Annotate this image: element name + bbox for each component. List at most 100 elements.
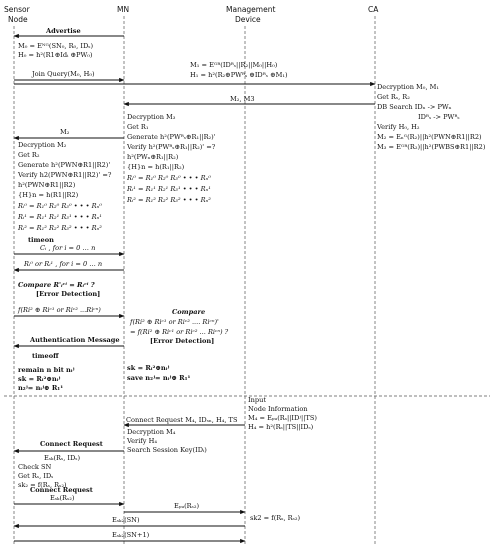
label-timeon: timeon <box>28 236 54 244</box>
note-ca-4: IDᴮₛ -> PWᴮₛ <box>418 113 460 121</box>
note-md-sk2-text: sk2 = f(Rₛ, Rₛ₂) <box>250 514 301 522</box>
note-sn-final-3: n₂ʲ= nᵢʲ⊕ R₁¹ <box>18 384 63 392</box>
note-md-input-4: H₄ = h²(Rₛ||TS||IDₛ) <box>248 423 314 431</box>
note-sn-8: Rᵢ¹ = R₁¹ R₂¹ R₃¹ • • • Rₙ¹ <box>17 213 102 221</box>
note-mn-2: Get R₁ <box>127 123 149 131</box>
label-esk-rs-ids: Eₛₖ(Rₛ, IDₛ) <box>44 454 81 462</box>
note-sn-setup-h0: H₀ = h²(R1⊕Idᵢ ⊕PW₀) <box>18 51 93 59</box>
label-join-query: Join Query(M₀, H₀) <box>31 70 95 78</box>
note-mn-compare-1: Compare <box>172 308 205 316</box>
note-mn-3: Generate h²(PWᴮₛ⊕R₁||R₂)' <box>127 133 216 141</box>
label-ri: Rᵢ⁰ or Rᵢ¹ , for i = 0 … n <box>23 260 102 268</box>
note-mn-1: Decryption M₃ <box>127 113 176 121</box>
note-mn-connect-2: Verify H₄ <box>126 437 157 445</box>
note-sn-check-3: sk₂ = f(Rₛ, Rₛ₂) <box>18 481 67 489</box>
label-timeoff: timeoff <box>32 352 59 360</box>
message-connect-request-mn: Connect Request Eₛₖ(Rₛ₂) <box>14 486 125 507</box>
note-md-input: Input Node Information M₄ = Eₚᵤ(Rₛ||IDʲ|… <box>248 396 317 431</box>
message-m2: M₂ <box>13 128 124 141</box>
message-auth: Authentication Message <box>13 336 124 349</box>
message-advertise: Advertise <box>13 27 124 39</box>
participant-management-device-line2: Device <box>235 15 261 24</box>
note-mn-connect-1: Decryption M₄ <box>127 428 176 436</box>
note-sn-check: Check SN Get Rₛ, IDₛ sk₂ = f(Rₛ, Rₛ₂) <box>18 463 67 489</box>
message-connect-request-sn: Connect Request Eₛₖ(Rₛ, IDₛ) <box>13 440 124 462</box>
note-md-sk2: sk2 = f(Rₛ, Rₛ₂) <box>250 514 301 522</box>
label-ci: Cᵢ , for i = 0 … n <box>40 244 95 252</box>
note-mn-compare: Compare f(Ri² ⊕ Riᶜ¹ or Riᶜ² .... Riᶜⁿ)'… <box>129 308 229 345</box>
message-timeon: timeon <box>28 236 54 244</box>
note-md-setup-m1: M₁ = Eᴳᴮ(IDᴮₛ||R₂||M₀||H₀) <box>190 61 278 69</box>
message-join-query: Join Query(M₀, H₀) <box>14 70 125 83</box>
message-esk2-sn: Eₛₖ₂(SN) <box>13 516 245 529</box>
label-auth: Authentication Message <box>29 336 120 344</box>
message-timeoff: timeoff <box>32 352 59 360</box>
note-sn-final-1: remain n bit nᵢʲ <box>18 366 75 374</box>
note-sn-f: f(Ri² ⊕ Riᶜ¹ or Riᶜ² ...Riᶜⁿ) <box>14 306 125 319</box>
note-sn-5: h²(PWN⊕R1||R2) <box>18 181 76 189</box>
participant-sensor-node-line2: Node <box>8 15 28 24</box>
participant-management-device-line1: Management <box>226 5 275 14</box>
note-ca-3: DB Search IDₙ -> PWₙ <box>377 103 452 111</box>
note-mn-8: Rᵢ¹ = R₁¹ R₂¹ R₃¹ • • • Rₙ¹ <box>126 185 211 193</box>
message-m2-m3: M₂, M3 <box>123 95 375 107</box>
label-esk2-sn-plus-1: Eₛₖ₂(SN+1) <box>112 531 150 539</box>
message-esk2-sn-plus-1: Eₛₖ₂(SN+1) <box>14 531 246 544</box>
note-mn-compare-4: [Error Detection] <box>150 337 214 345</box>
message-connect-request-m4: Connect Request M₄, IDₛₙ, H₄, TS <box>123 416 245 428</box>
note-sn-3: Generate h²(PWN⊕R1||R2)' <box>18 161 110 169</box>
note-mn-9: Rᵢ² = R₁² R₂² R₃² • • • Rₙ² <box>126 196 211 204</box>
note-ca-2: Get Rₛ, R₂ <box>377 93 410 101</box>
note-sn-compare-1: Compare R'ᵢᶜⁱ = Rᵢᶜⁱ ? <box>18 281 95 289</box>
note-sn-block: Decryption M₂ Get R₂ Generate h²(PWN⊕R1|… <box>17 141 112 232</box>
note-md-input-1: Input <box>248 396 266 404</box>
note-sn-setup-m0: M₀ = Eᴺᴳ(SN₀, R₀, IDₛ) <box>18 42 93 50</box>
note-mn-compare-3: = f(Ri² ⊕ Riᶜ¹ or Riᶜ² ... Riᶜⁿ) ? <box>130 328 229 336</box>
note-mn-connect: Decryption M₄ Verify H₄ Search Session K… <box>126 428 207 454</box>
participant-ca: CA <box>368 5 379 14</box>
note-sn-2: Get R₂ <box>18 151 40 159</box>
participant-mn: MN <box>117 5 129 14</box>
message-ri: Rᵢ⁰ or Rᵢ¹ , for i = 0 … n <box>13 260 124 273</box>
label-esk2-sn: Eₛₖ₂(SN) <box>112 516 140 524</box>
note-sn-check-1: Check SN <box>18 463 51 471</box>
note-sn-1: Decryption M₂ <box>18 141 67 149</box>
note-ca-7: M₃ = Eᴳᴮ(R₂)||h²(PWBS⊕R1||R2) <box>377 143 486 151</box>
note-sn-7: Rᵢ⁰ = R₁⁰ R₂⁰ R₃⁰ • • • Rₙ⁰ <box>17 202 102 210</box>
note-sn-f-text: f(Ri² ⊕ Riᶜ¹ or Riᶜ² ...Riᶜⁿ) <box>17 306 101 314</box>
note-mn-4: Verify h²(PWᴮₛ⊕R₁||R₂)' =? <box>126 143 216 151</box>
message-epu-rs2: Eₚᵤ(Rₛ₂) <box>124 502 246 515</box>
note-sn-final: remain n bit nᵢʲ sk = Rᵢ²⊕nᵢʲ n₂ʲ= nᵢʲ⊕ … <box>18 366 75 392</box>
participant-headers: Sensor Node MN Management Device CA <box>4 5 379 24</box>
note-md-input-3: M₄ = Eₚᵤ(Rₛ||IDʲ||TS) <box>248 414 317 422</box>
note-md-setup-h1: H₁ = h²(R₂⊕PWᴮₛ ⊕IDᴮₛ ⊕M₁) <box>190 71 288 79</box>
message-ci: Cᵢ , for i = 0 … n <box>14 244 125 257</box>
note-mn-5: h²(PWₙ⊕R₁||R₂) <box>127 153 179 161</box>
note-ca-1: Decryption M₀, M₁ <box>377 83 439 91</box>
note-ca-6: M₂ = Eₙᴳ(R₂)||h²(PWN⊕R1||R2) <box>377 133 482 141</box>
note-sn-4: Verify h2(PWN⊕R1||R2)' =? <box>17 171 112 179</box>
note-md-input-2: Node Information <box>248 405 308 413</box>
note-sn-final-2: sk = Rᵢ²⊕nᵢʲ <box>18 375 60 383</box>
note-sn-compare-2: [Error Detection] <box>36 290 100 298</box>
note-sensor-setup: M₀ = Eᴺᴳ(SN₀, R₀, IDₛ) H₀ = h²(R1⊕Idᵢ ⊕P… <box>18 42 93 59</box>
note-mn-block: Decryption M₃ Get R₁ Generate h²(PWᴮₛ⊕R₁… <box>126 113 216 204</box>
note-sn-check-2: Get Rₛ, IDₛ <box>18 472 53 480</box>
note-sn-9: Rᵢ² = R₁² R₂² R₃² • • • Rₙ² <box>17 224 102 232</box>
note-mn-final-2: save n₂ʲ= nᵢʲ⊕ R₁¹ <box>127 374 191 382</box>
label-m2-m3: M₂, M3 <box>230 95 255 103</box>
label-epu-rs2: Eₚᵤ(Rₛ₂) <box>174 502 199 510</box>
note-mn-connect-3: Search Session Key(IDᵢ) <box>127 446 207 454</box>
note-ca-5: Verify H₀, H₂ <box>376 123 420 131</box>
label-connect-request-m4: Connect Request M₄, IDₛₙ, H₄, TS <box>126 416 238 424</box>
label-m2: M₂ <box>60 128 70 136</box>
label-esk-rs2: Eₛₖ(Rₛ₂) <box>50 494 75 502</box>
note-mn-final-1: sk = Rᵢ²⊕nᵢʲ <box>127 364 169 372</box>
note-mn-6: {H}n = h(R₁||R₂) <box>127 163 185 171</box>
participant-sensor-node-line1: Sensor <box>4 5 31 14</box>
note-mn-final: sk = Rᵢ²⊕nᵢʲ save n₂ʲ= nᵢʲ⊕ R₁¹ <box>127 364 191 382</box>
note-md-setup: M₁ = Eᴳᴮ(IDᴮₛ||R₂||M₀||H₀) H₁ = h²(R₂⊕PW… <box>190 61 288 79</box>
note-mn-compare-2: f(Ri² ⊕ Riᶜ¹ or Riᶜ² .... Riᶜⁿ)' <box>129 318 219 326</box>
note-mn-7: Rᵢ⁰ = R₁⁰ R₂⁰ R₃⁰ • • • Rₙ⁰ <box>126 174 211 182</box>
